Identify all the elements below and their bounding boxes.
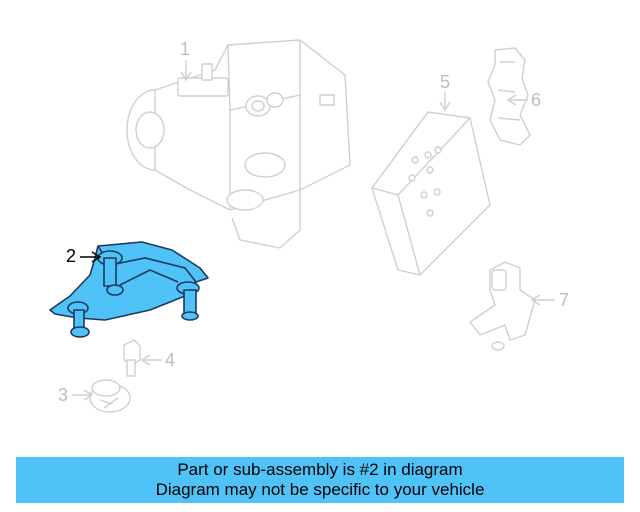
part-7-speed-sensor [469, 261, 536, 351]
callout-6: 6 [531, 90, 542, 110]
banner-line-2: Diagram may not be specific to your vehi… [155, 480, 485, 499]
callout-3: 3 [58, 385, 69, 405]
part-2-mounting-bracket [49, 241, 209, 338]
info-banner: Part or sub-assembly is #2 in diagram Di… [16, 457, 624, 503]
parts-diagram [49, 39, 555, 413]
part-1-abs-modulator [126, 39, 351, 249]
part-4-bolt [123, 339, 141, 377]
callout-4: 4 [165, 350, 176, 370]
part-5-control-module [371, 111, 491, 276]
leader-lines [72, 60, 555, 401]
part-3-grommet [89, 379, 131, 413]
callout-2: 2 [66, 246, 77, 266]
part-6-clip [487, 47, 531, 146]
callout-5: 5 [440, 72, 451, 92]
callout-1: 1 [180, 39, 191, 59]
banner-line-1: Part or sub-assembly is #2 in diagram [177, 460, 463, 479]
callout-7: 7 [559, 290, 570, 310]
